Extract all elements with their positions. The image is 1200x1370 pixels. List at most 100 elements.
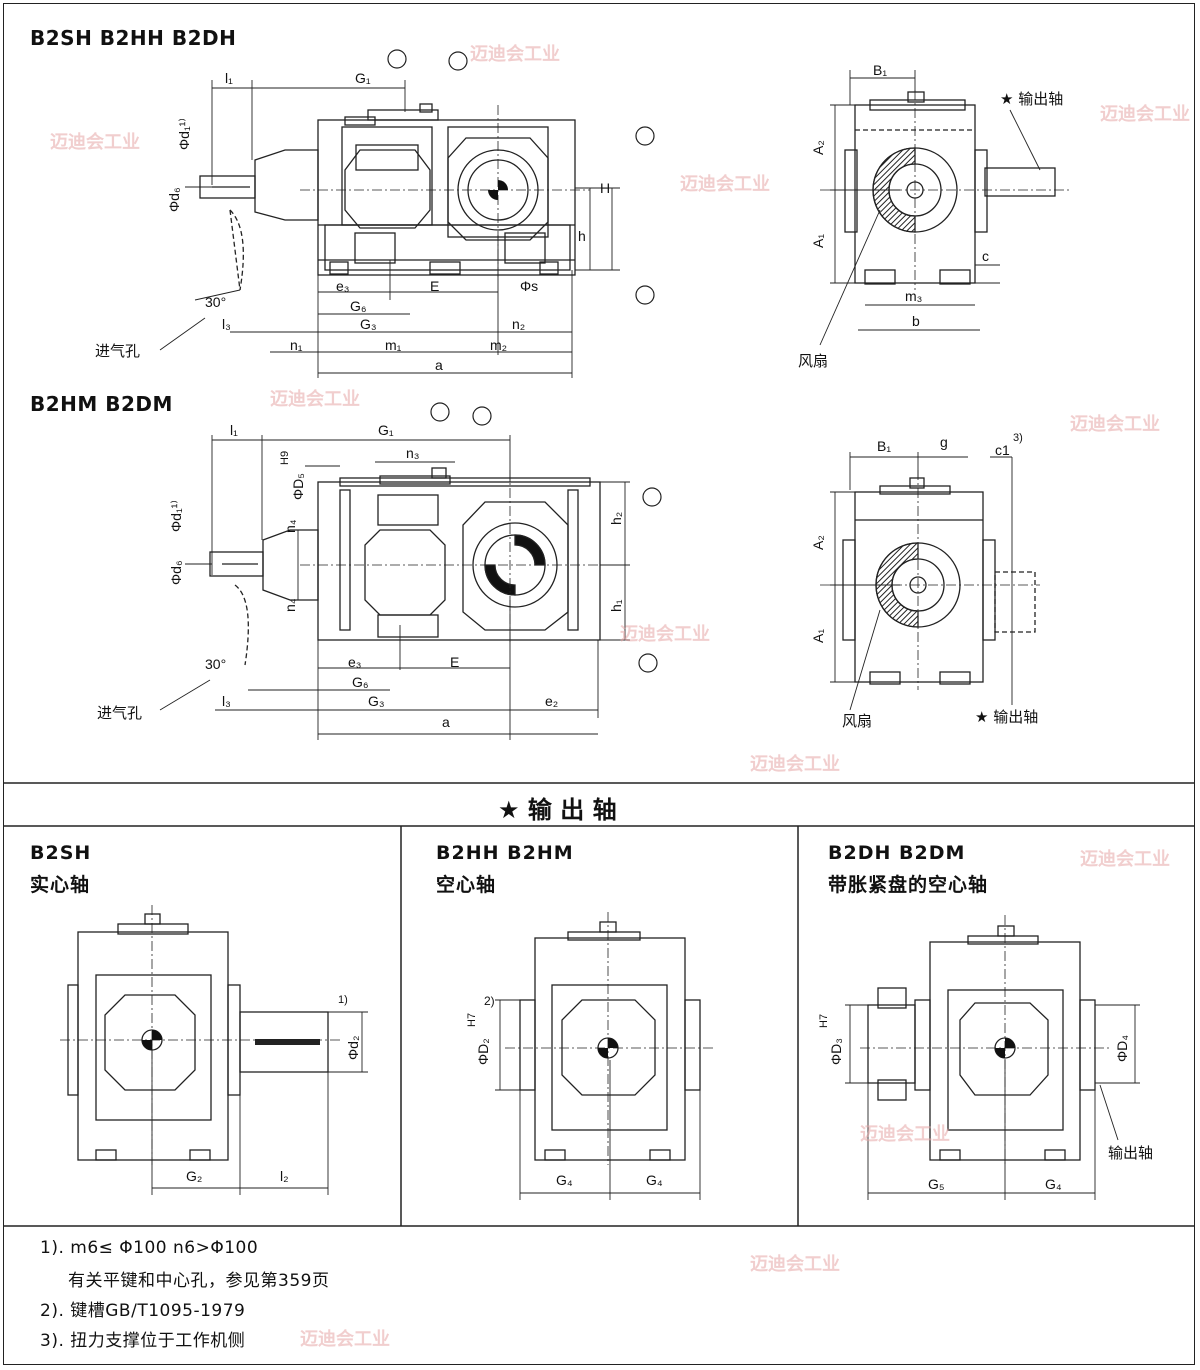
dim-b1: B₁ <box>873 62 888 78</box>
dim-g: g <box>940 434 948 450</box>
panel2-title: B2HH B2HM <box>436 842 574 864</box>
watermark: 迈迪会工业 <box>1100 104 1190 125</box>
dim-c1-note: 3) <box>1013 432 1023 444</box>
dim-d6: Φd₆ <box>166 187 182 212</box>
dim-n4-lower: n₄ <box>282 598 298 612</box>
dim-g4-panel3: G₄ <box>1045 1176 1062 1192</box>
dim-h7-panel3: H7 <box>818 1013 830 1028</box>
output-shaft-label: ★ 输出轴 <box>1000 90 1064 108</box>
note-1-marker: 1) <box>338 994 348 1006</box>
drawing-sheet <box>3 3 1195 1365</box>
dim-D2: ΦD₂ <box>475 1038 491 1065</box>
dim-d1-mid: Φd₁¹⁾ <box>168 500 184 532</box>
dim-a1: A₁ <box>810 233 826 248</box>
dim-a2-mid: A₂ <box>810 535 826 550</box>
dim-h9: H9 <box>279 450 291 465</box>
output-shaft-label-mid: ★ 输出轴 <box>975 708 1039 726</box>
dim-d6-mid: Φd₆ <box>168 560 184 585</box>
dim-l2: l₂ <box>280 1168 289 1184</box>
note-2-marker: 2) <box>484 994 495 1008</box>
watermark: 迈迪会工业 <box>50 132 140 153</box>
dim-m1: m₁ <box>385 337 402 353</box>
dim-angle: 30° <box>205 294 227 310</box>
note-1: 1). m6≤ Φ100 n6>Φ100 <box>40 1238 259 1258</box>
dim-h1: h₁ <box>608 599 624 612</box>
dim-l3-mid: l₃ <box>222 693 231 709</box>
dim-n3: n₃ <box>406 445 420 461</box>
dim-g4-right: G₄ <box>646 1172 663 1188</box>
dim-a2: A₂ <box>810 140 826 155</box>
dim-g3-mid: G₃ <box>368 693 385 709</box>
dim-a1-mid: A₁ <box>810 628 826 643</box>
dim-m2: m₂ <box>490 337 508 353</box>
watermark: 迈迪会工业 <box>750 1254 840 1275</box>
dim-n2: n₂ <box>512 316 526 332</box>
dim-e2: e₂ <box>545 693 559 709</box>
panel3-subtitle: 带胀紧盘的空心轴 <box>828 874 989 896</box>
dim-e-mid: E <box>450 654 460 670</box>
top-section-title: B2SH B2HH B2DH <box>30 26 237 50</box>
panel2-subtitle: 空心轴 <box>436 874 497 896</box>
dim-s: Φs <box>520 278 539 294</box>
watermark: 迈迪会工业 <box>1080 849 1170 870</box>
watermark: 迈迪会工业 <box>680 174 770 195</box>
middle-front-view <box>209 467 601 666</box>
panel1-subtitle: 实心轴 <box>30 874 91 896</box>
middle-section-title: B2HM B2DM <box>30 392 173 416</box>
dim-e3-mid: e₃ <box>348 654 362 670</box>
panel1-title: B2SH <box>30 842 92 864</box>
dim-m3: m₃ <box>905 288 923 304</box>
dim-b: b <box>912 313 920 329</box>
dim-e: E <box>430 278 440 294</box>
dim-g6-mid: G₆ <box>352 674 369 690</box>
watermark: 迈迪会工业 <box>750 754 840 775</box>
dim-n4-upper: n₄ <box>282 519 298 533</box>
fan-label-mid: 风扇 <box>842 712 873 730</box>
dim-c1: c1 <box>995 442 1010 458</box>
panel1-view <box>67 913 329 1161</box>
output-shaft-heading: ★ 输 出 轴 <box>498 796 617 824</box>
note-1-detail: 有关平键和中心孔，参见第359页 <box>68 1271 330 1291</box>
dim-d1: Φd₁¹⁾ <box>176 118 192 150</box>
middle-side-view <box>842 477 1036 685</box>
air-inlet-label: 进气孔 <box>95 342 141 360</box>
oil-symbols <box>387 49 662 673</box>
note-2: 2). 键槽GB/T1095-1979 <box>40 1301 246 1321</box>
dim-d2: Φd₂ <box>345 1035 361 1060</box>
note-3: 3). 扭力支撑位于工作机侧 <box>40 1331 246 1351</box>
dim-e3: e₃ <box>336 278 350 294</box>
panel3-title: B2DH B2DM <box>828 842 966 864</box>
output-shaft-label-panel3: 输出轴 <box>1108 1144 1154 1162</box>
dim-g5: G₅ <box>928 1176 945 1192</box>
watermark: 迈迪会工业 <box>470 44 560 65</box>
dim-h2: h₂ <box>608 511 624 525</box>
watermark: 迈迪会工业 <box>620 624 710 645</box>
dim-g6: G₆ <box>350 298 367 314</box>
dim-a-mid: a <box>442 714 450 730</box>
watermark: 迈迪会工业 <box>270 389 360 410</box>
dim-h-upper: H <box>600 180 611 196</box>
dim-g1-mid: G₁ <box>378 422 394 438</box>
dim-l3: l₃ <box>222 316 231 332</box>
dim-h-lower: h <box>578 228 586 244</box>
dim-b1-mid: B₁ <box>877 438 892 454</box>
dim-h7-panel2: H7 <box>466 1012 478 1027</box>
dim-l1-mid: l₁ <box>230 422 238 438</box>
watermark: 迈迪会工业 <box>860 1124 950 1145</box>
fan-label: 风扇 <box>798 352 829 370</box>
dim-D3: ΦD₃ <box>828 1038 844 1065</box>
dim-g2: G₂ <box>186 1168 203 1184</box>
top-front-view <box>199 103 576 291</box>
dim-D4: ΦD₄ <box>1114 1035 1130 1062</box>
dim-g1: G₁ <box>355 70 371 86</box>
dim-angle-mid: 30° <box>205 656 227 672</box>
dim-c: c <box>982 248 989 264</box>
dim-n1: n₁ <box>290 337 303 353</box>
dim-g3: G₃ <box>360 316 377 332</box>
dim-g4-left: G₄ <box>556 1172 573 1188</box>
dim-d5: ΦD₅ <box>290 473 306 500</box>
watermark: 迈迪会工业 <box>1070 414 1160 435</box>
watermark: 迈迪会工业 <box>300 1329 390 1350</box>
dim-l1: l₁ <box>225 70 233 86</box>
